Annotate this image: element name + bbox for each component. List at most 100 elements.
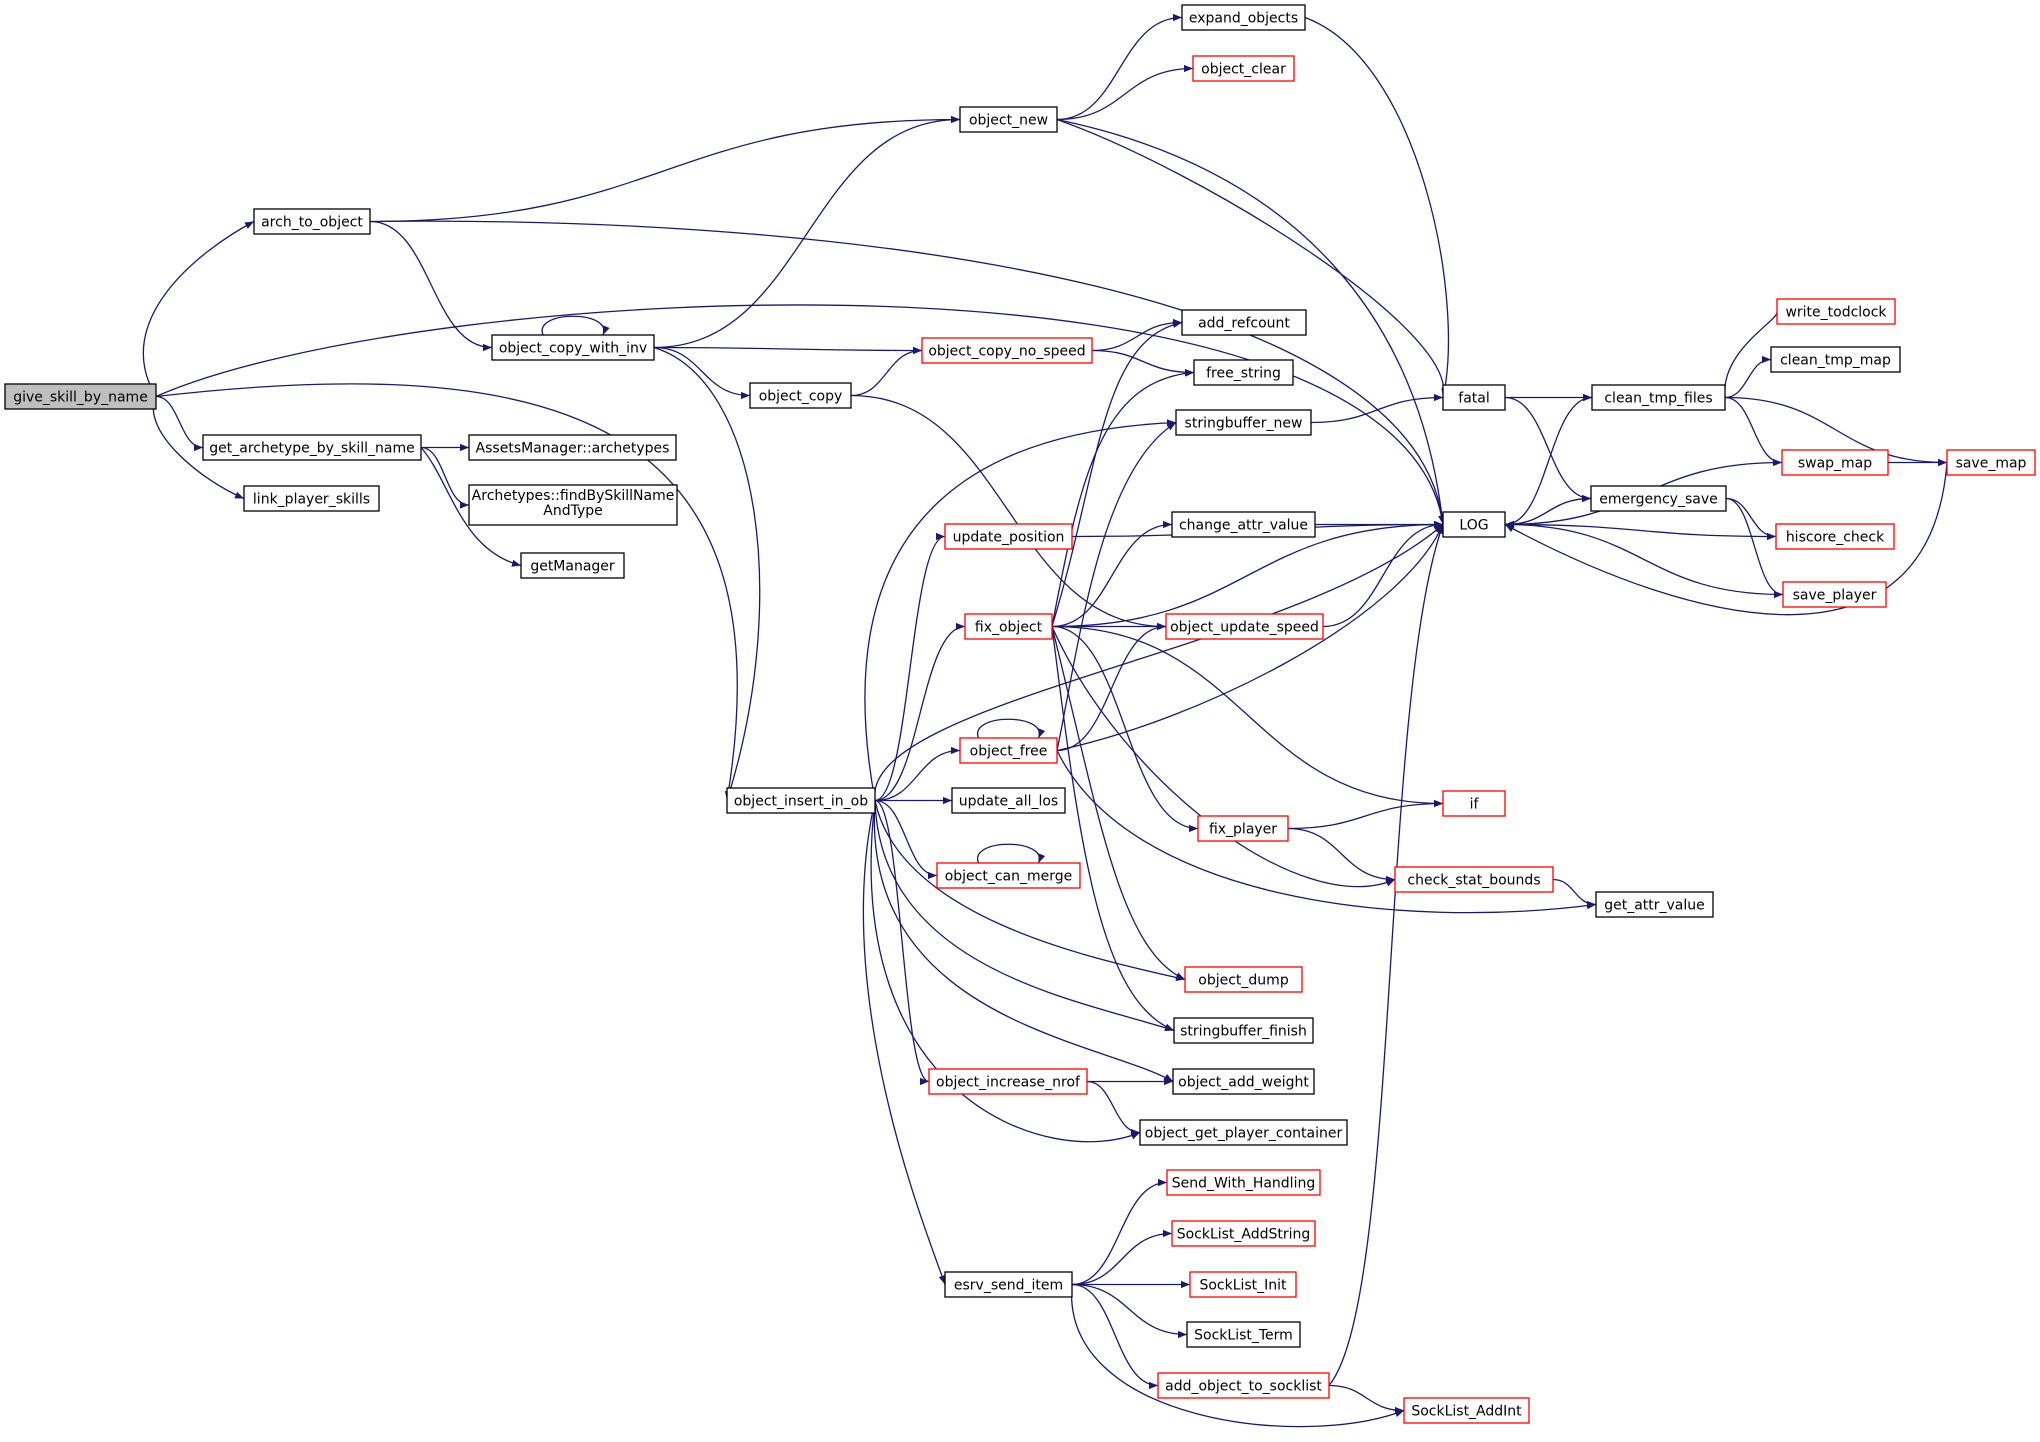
node-expand_objects[interactable]: expand_objects xyxy=(1181,4,1306,31)
node-clean_tmp_files[interactable]: clean_tmp_files xyxy=(1591,384,1726,411)
node-box[interactable] xyxy=(1776,298,1896,325)
node-box[interactable] xyxy=(468,484,678,526)
node-update_position[interactable]: update_position xyxy=(944,523,1073,550)
node-box[interactable] xyxy=(1171,1220,1316,1247)
node-box[interactable] xyxy=(491,334,655,361)
node-write_todclock[interactable]: write_todclock xyxy=(1776,298,1896,325)
node-box[interactable] xyxy=(928,1068,1088,1095)
node-box[interactable] xyxy=(1173,1017,1314,1044)
node-SockList_Init[interactable]: SockList_Init xyxy=(1189,1271,1297,1298)
node-object_increase_nrof[interactable]: object_increase_nrof xyxy=(928,1068,1088,1095)
node-box[interactable] xyxy=(1181,4,1306,31)
node-box[interactable] xyxy=(944,1271,1073,1298)
node-box[interactable] xyxy=(468,434,677,461)
node-object_dump[interactable]: object_dump xyxy=(1184,966,1303,993)
node-box[interactable] xyxy=(1595,891,1714,918)
node-link_player_skills[interactable]: link_player_skills xyxy=(243,485,380,512)
node-AssetsManager_archetypes[interactable]: AssetsManager::archetypes xyxy=(468,434,677,461)
node-box[interactable] xyxy=(1197,815,1289,842)
node-box[interactable] xyxy=(202,434,422,461)
node-box[interactable] xyxy=(1139,1119,1348,1146)
node-arch_to_object[interactable]: arch_to_object xyxy=(253,208,371,235)
node-SockList_AddInt[interactable]: SockList_AddInt xyxy=(1403,1397,1530,1424)
node-object_add_weight[interactable]: object_add_weight xyxy=(1172,1068,1315,1095)
node-box[interactable] xyxy=(936,862,1081,889)
node-box[interactable] xyxy=(1770,346,1901,373)
node-box[interactable] xyxy=(1775,523,1895,550)
node-object_clear[interactable]: object_clear xyxy=(1192,55,1295,82)
node-LOG[interactable]: LOG xyxy=(1442,511,1506,538)
node-box[interactable] xyxy=(1193,359,1294,386)
node-add_refcount[interactable]: add_refcount xyxy=(1181,309,1307,336)
node-if[interactable]: if xyxy=(1442,790,1506,817)
node-box[interactable] xyxy=(749,382,852,409)
node-SockList_Term[interactable]: SockList_Term xyxy=(1186,1321,1301,1348)
node-object_copy_no_speed[interactable]: object_copy_no_speed xyxy=(921,337,1093,364)
node-SockList_AddString[interactable]: SockList_AddString xyxy=(1171,1220,1316,1247)
node-box[interactable] xyxy=(1590,485,1727,512)
node-box[interactable] xyxy=(921,337,1093,364)
node-box[interactable] xyxy=(1192,55,1295,82)
node-box[interactable] xyxy=(520,552,625,579)
node-fix_player[interactable]: fix_player xyxy=(1197,815,1289,842)
node-get_attr_value[interactable]: get_attr_value xyxy=(1595,891,1714,918)
node-save_player[interactable]: save_player xyxy=(1782,581,1887,608)
node-stringbuffer_finish[interactable]: stringbuffer_finish xyxy=(1173,1017,1314,1044)
node-box[interactable] xyxy=(959,106,1058,133)
node-box[interactable] xyxy=(243,485,380,512)
node-object_update_speed[interactable]: object_update_speed xyxy=(1165,613,1324,640)
node-box[interactable] xyxy=(253,208,371,235)
node-change_attr_value[interactable]: change_attr_value xyxy=(1171,511,1316,538)
node-box[interactable] xyxy=(964,613,1053,640)
node-box[interactable] xyxy=(1165,613,1324,640)
node-get_archetype_by_skill_name[interactable]: get_archetype_by_skill_name xyxy=(202,434,422,461)
node-object_new[interactable]: object_new xyxy=(959,106,1058,133)
node-object_insert_in_ob[interactable]: object_insert_in_ob xyxy=(726,787,876,814)
node-object_can_merge[interactable]: object_can_merge xyxy=(936,862,1081,889)
node-object_get_player_container[interactable]: object_get_player_container xyxy=(1139,1119,1348,1146)
node-getManager[interactable]: getManager xyxy=(520,552,625,579)
node-Send_With_Handling[interactable]: Send_With_Handling xyxy=(1166,1169,1321,1196)
node-fix_object[interactable]: fix_object xyxy=(964,613,1053,640)
node-object_copy[interactable]: object_copy xyxy=(749,382,852,409)
node-box[interactable] xyxy=(1189,1271,1297,1298)
node-box[interactable] xyxy=(1157,1372,1330,1399)
node-add_object_to_socklist[interactable]: add_object_to_socklist xyxy=(1157,1372,1330,1399)
node-box[interactable] xyxy=(1172,1068,1315,1095)
node-box[interactable] xyxy=(1184,966,1303,993)
node-hiscore_check[interactable]: hiscore_check xyxy=(1775,523,1895,550)
node-stringbuffer_new[interactable]: stringbuffer_new xyxy=(1175,409,1312,436)
node-box[interactable] xyxy=(1171,511,1316,538)
node-free_string[interactable]: free_string xyxy=(1193,359,1294,386)
node-box[interactable] xyxy=(4,383,157,410)
node-box[interactable] xyxy=(1946,449,2036,476)
node-box[interactable] xyxy=(1442,790,1506,817)
node-box[interactable] xyxy=(1394,866,1554,893)
node-fatal[interactable]: fatal xyxy=(1442,384,1506,411)
node-esrv_send_item[interactable]: esrv_send_item xyxy=(944,1271,1073,1298)
node-box[interactable] xyxy=(1166,1169,1321,1196)
node-give_skill_by_name[interactable]: give_skill_by_name xyxy=(4,383,157,410)
node-object_copy_with_inv[interactable]: object_copy_with_inv xyxy=(491,334,655,361)
node-box[interactable] xyxy=(944,523,1073,550)
node-emergency_save[interactable]: emergency_save xyxy=(1590,485,1727,512)
node-box[interactable] xyxy=(1781,449,1889,476)
node-update_all_los[interactable]: update_all_los xyxy=(951,787,1066,814)
node-box[interactable] xyxy=(959,737,1058,764)
node-swap_map[interactable]: swap_map xyxy=(1781,449,1889,476)
node-box[interactable] xyxy=(1442,511,1506,538)
node-save_map[interactable]: save_map xyxy=(1946,449,2036,476)
node-box[interactable] xyxy=(1186,1321,1301,1348)
node-box[interactable] xyxy=(1403,1397,1530,1424)
node-box[interactable] xyxy=(951,787,1066,814)
node-box[interactable] xyxy=(1181,309,1307,336)
node-clean_tmp_map[interactable]: clean_tmp_map xyxy=(1770,346,1901,373)
node-box[interactable] xyxy=(1591,384,1726,411)
node-check_stat_bounds[interactable]: check_stat_bounds xyxy=(1394,866,1554,893)
node-box[interactable] xyxy=(1442,384,1506,411)
node-box[interactable] xyxy=(1782,581,1887,608)
node-box[interactable] xyxy=(1175,409,1312,436)
node-box[interactable] xyxy=(726,787,876,814)
node-object_free[interactable]: object_free xyxy=(959,737,1058,764)
